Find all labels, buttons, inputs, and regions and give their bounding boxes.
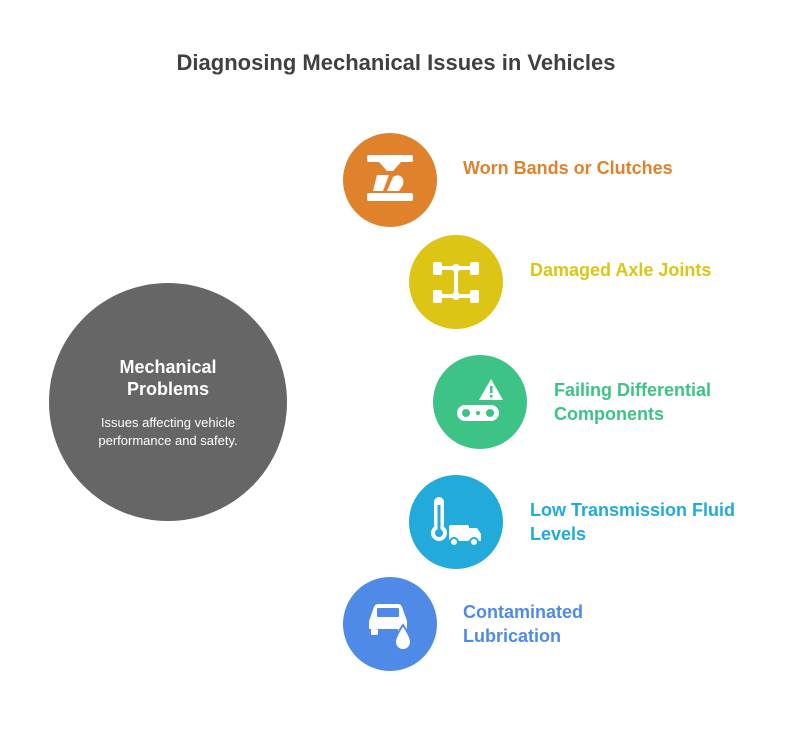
node-label-failing-differential: Failing Differential Components	[554, 380, 712, 424]
hub-description: Issues affecting vehicle performance and…	[98, 415, 238, 448]
node-contaminated-lubrication	[343, 577, 437, 671]
warning-gear-belt-icon	[457, 379, 503, 421]
diagram-title: Diagnosing Mechanical Issues in Vehicles	[176, 50, 616, 75]
central-hub-circle: Mechanical Problems Issues affecting veh…	[49, 283, 287, 521]
node-label-damaged-axle: Damaged Axle Joints	[530, 260, 712, 280]
hub-title: Mechanical Problems	[119, 357, 217, 399]
thermometer-truck-icon	[431, 497, 481, 547]
brake-band-icon	[367, 155, 413, 201]
axle-chassis-icon	[433, 262, 479, 303]
node-label-worn-bands: Worn Bands or Clutches	[463, 158, 673, 178]
node-failing-differential	[433, 355, 527, 449]
car-oil-drop-icon	[369, 604, 413, 651]
node-label-contaminated-lubrication: Contaminated Lubrication	[463, 602, 584, 646]
node-low-transmission	[409, 475, 503, 569]
node-damaged-axle	[409, 235, 503, 329]
node-worn-bands	[343, 133, 437, 227]
node-label-low-transmission: Low Transmission Fluid Levels	[530, 500, 736, 544]
